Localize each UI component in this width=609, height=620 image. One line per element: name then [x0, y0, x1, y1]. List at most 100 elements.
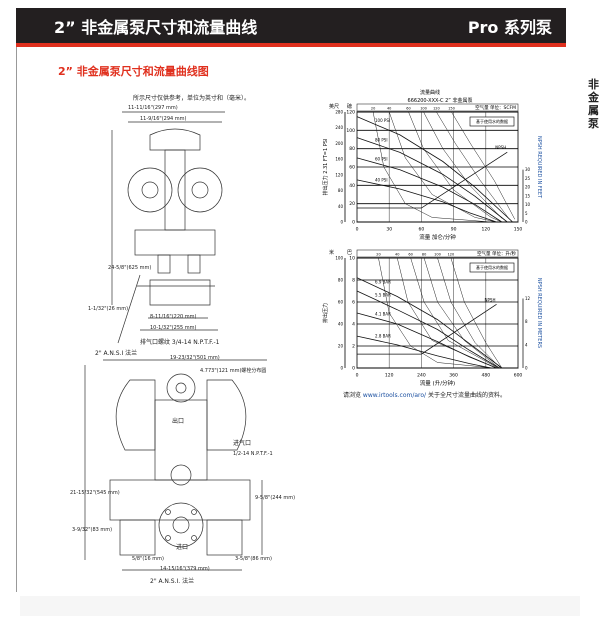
series-label: NPSH	[495, 145, 506, 150]
y-tick-label: 20	[349, 201, 355, 207]
pump-drawing	[84, 111, 267, 571]
air-scale-bar	[356, 103, 519, 112]
series-label: 80 PSI	[375, 138, 388, 143]
footnote-post: 关于全尺寸流量曲线的资料。	[426, 392, 506, 399]
dimension-label: 出口	[172, 418, 185, 425]
air-curve	[423, 257, 500, 369]
air-curve	[423, 111, 503, 219]
y2-tick-label: 20	[525, 185, 531, 190]
dimension-label: 2" A.N.S.I 法兰	[95, 350, 138, 357]
outer-y-tick-label: 200	[335, 141, 343, 146]
dimension-label: 11-9/16"(294 mm)	[140, 116, 187, 122]
air-curve-label: 20	[371, 107, 375, 111]
series-label: Pro 系列泵	[467, 18, 552, 37]
x-tick-label: 240	[417, 373, 426, 379]
air-curve-label: 120	[433, 107, 440, 111]
dimension-label: 19-23/32"(501 mm)	[170, 355, 220, 361]
x-tick-label: 120	[385, 373, 394, 379]
section-title: 2” 非金属泵尺寸和流量曲线图	[58, 65, 209, 78]
y-unit-label: 巴	[347, 250, 352, 256]
y2-tick-label: 4	[525, 342, 528, 347]
y2-tick-label: 15	[525, 193, 531, 198]
series-label: 40 PSI	[375, 178, 388, 183]
air-curve-label: 100	[420, 107, 427, 111]
x-axis-label: 流量 (升/分钟)	[420, 379, 455, 387]
series-label: 4.1 BAR	[375, 311, 391, 316]
air-curve-label: 40	[395, 253, 399, 257]
outer-y-tick-label: 100	[335, 256, 343, 261]
x-tick-label: 60	[419, 227, 425, 233]
outer-y-tick-label: 40	[338, 322, 344, 327]
y-tick-label: 40	[349, 183, 355, 189]
x-tick-label: 360	[449, 373, 458, 379]
y-tick-label: 6	[352, 300, 355, 306]
dimension-label: 8-11/16"(220 mm)	[150, 314, 197, 320]
series-line	[356, 335, 492, 369]
series-label: 100 PSI	[375, 118, 390, 123]
outer-y-tick-label: 120	[335, 172, 343, 177]
dimension-label: 2" A.N.S.I. 法兰	[150, 578, 195, 585]
y-axis-label: 排出压力	[322, 303, 329, 323]
air-label: 空气量 单位：升/秒	[477, 250, 516, 257]
legend-box	[469, 116, 515, 127]
air-curve	[451, 111, 516, 220]
outer-y-tick-label: 0	[340, 220, 343, 225]
outer-y-tick-label: 20	[338, 344, 344, 349]
side-tab: 非金属泵	[588, 78, 599, 130]
air-curve-label: 120	[448, 253, 455, 257]
x-tick-label: 600	[514, 373, 523, 379]
y2-tick-label: 0	[525, 220, 528, 225]
y2-axis-label: NPSH REQUIRED IN FEET	[536, 136, 542, 199]
legend-box	[469, 262, 515, 273]
series-label: 60 PSI	[375, 157, 388, 162]
air-curve	[378, 257, 494, 369]
dimension-label: 3-5/8"(86 mm)	[235, 556, 272, 562]
outer-y-tick-label: 80	[338, 188, 344, 193]
series-line	[356, 157, 503, 223]
y2-tick-label: 10	[525, 202, 531, 207]
dimension-label: 5/8"(16 mm)	[132, 556, 164, 562]
outer-y-tick-label: 60	[338, 300, 344, 305]
page-header: 2” 非金属泵尺寸和流量曲线 Pro 系列泵	[16, 8, 566, 47]
outer-y-tick-label: 240	[335, 125, 343, 130]
y-tick-label: 120	[346, 110, 355, 116]
drawing-note: 所示尺寸仅供参考，单位为英寸和（毫米）。	[133, 95, 251, 102]
series-line	[357, 303, 497, 355]
page-title: 2” 非金属泵尺寸和流量曲线	[54, 18, 258, 37]
y-unit-label: 磅	[347, 103, 352, 110]
air-curve-label: 80	[422, 253, 426, 257]
legend-text: 基于使用水的数据	[476, 118, 508, 124]
series-label: 6.9 BAR	[375, 279, 391, 284]
air-scale-bar	[356, 249, 519, 258]
series-line	[356, 116, 513, 223]
website-link[interactable]: www.irtools.com/aro/	[362, 392, 427, 399]
x-tick-label: 90	[451, 227, 457, 233]
legend-text: 基于使用水的数据	[476, 264, 508, 270]
air-curve	[372, 111, 492, 223]
y-tick-label: 8	[352, 278, 355, 284]
outer-y-tick-label: 160	[335, 157, 343, 162]
y-tick-label: 2	[352, 344, 355, 350]
x-tick-label: 150	[514, 227, 523, 233]
outer-y-tick-label: 40	[338, 204, 344, 209]
dimension-label: 4.773"(121 mm)螺栓分布圆	[200, 368, 267, 374]
dimension-label: 3-9/32"(83 mm)	[72, 527, 113, 533]
series-line	[356, 290, 500, 369]
air-curve	[408, 111, 502, 223]
x-tick-label: 0	[356, 227, 359, 233]
margin-rule	[16, 47, 17, 592]
dimension-label: 1-1/32"(26 mm)	[88, 306, 129, 312]
outer-y-tick-label: 80	[338, 278, 344, 283]
x-tick-label: 0	[356, 373, 359, 379]
footnote-pre: 请浏览	[343, 392, 363, 399]
chart-heading: 流量曲线	[420, 89, 440, 96]
y-tick-label: 80	[349, 146, 355, 152]
y2-tick-label: 0	[525, 366, 528, 371]
air-curve-label: 150	[448, 107, 455, 111]
x-tick-label: 480	[482, 373, 491, 379]
air-curve	[410, 257, 498, 369]
y-unit-label: 英尺	[329, 103, 339, 110]
y2-tick-label: 25	[525, 176, 531, 181]
y-axis-label: 排出压力 2.31 FT=1 PSI	[322, 139, 329, 196]
